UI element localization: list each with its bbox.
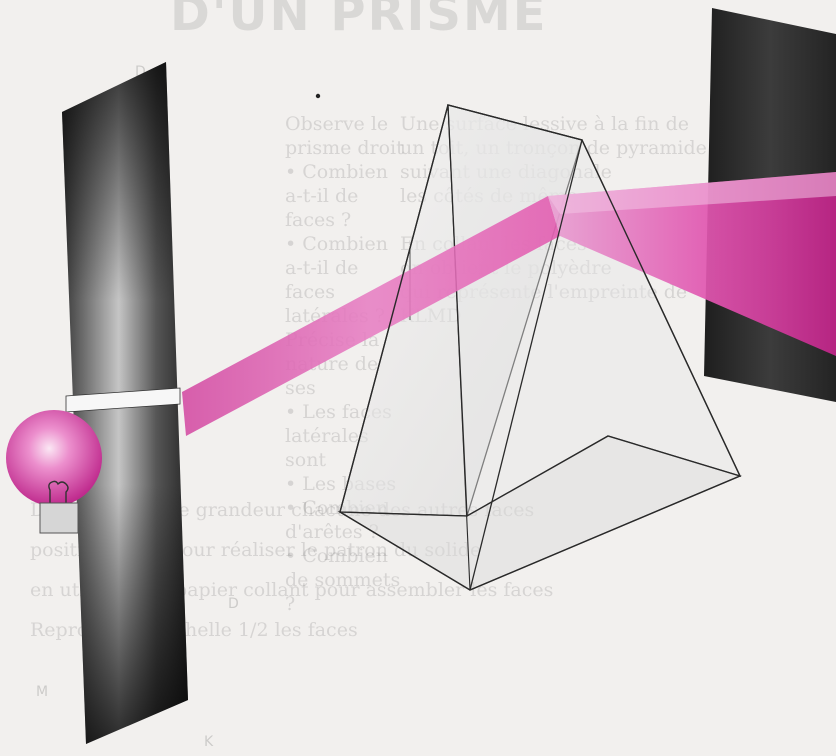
left-screen-panel	[62, 62, 188, 744]
bulb-glass	[6, 410, 102, 506]
bulb-socket	[40, 503, 78, 533]
page-dot	[316, 94, 320, 98]
